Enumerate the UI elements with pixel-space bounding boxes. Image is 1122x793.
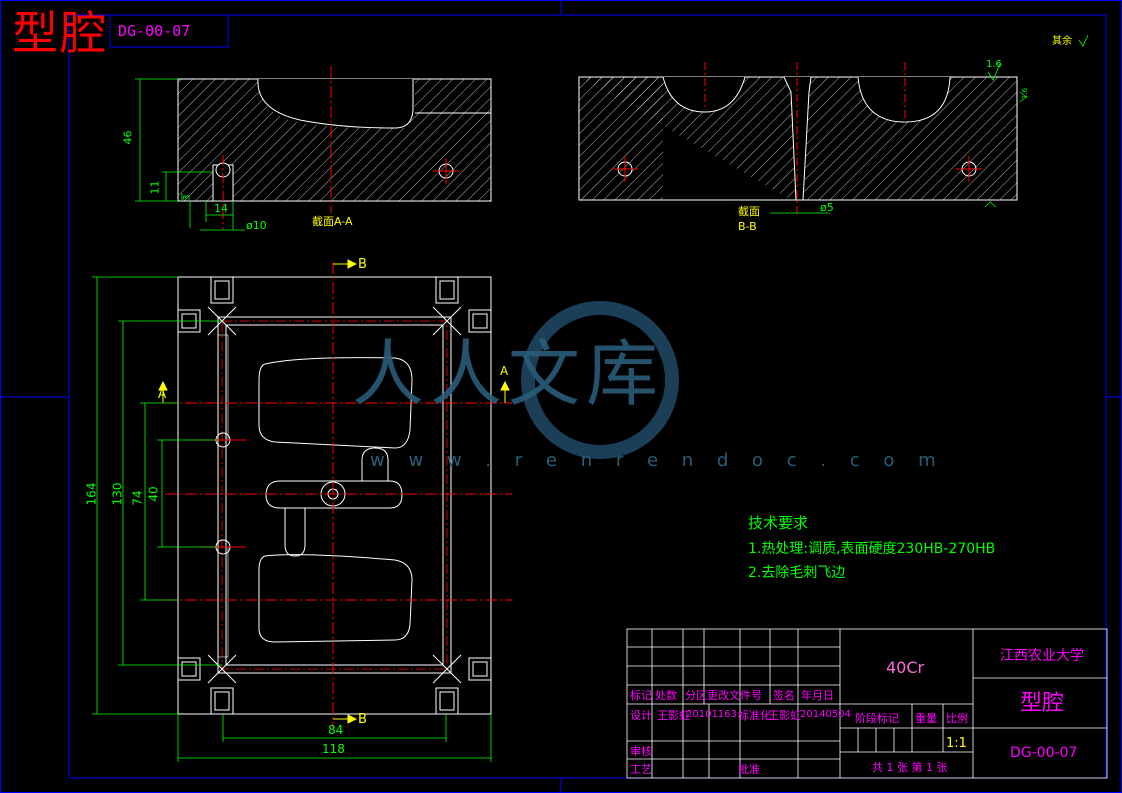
marker-a-right: A (500, 364, 509, 378)
watermark-url: w w w . r e n r e n d o c . c o m (370, 450, 945, 471)
dim-d10: ø10 (246, 219, 267, 232)
hdr-doc: 更改文件号 (707, 689, 762, 702)
dim-74: 74 (130, 490, 145, 506)
title-block (626, 628, 1108, 779)
section-aa (135, 66, 492, 231)
section-bb (578, 34, 1089, 215)
hdr-date: 年月日 (801, 689, 834, 702)
plan-view (92, 259, 512, 762)
roughness-top: 1.6 (986, 59, 1002, 70)
row-design: 设计 (630, 709, 652, 722)
dim-3: 3 (182, 194, 193, 201)
row-standard: 标准化 (738, 709, 771, 722)
std-person: 王影虹 (768, 709, 801, 722)
drawing-code: DG-00-07 (118, 22, 191, 40)
hdr-scale: 比例 (946, 712, 968, 725)
hdr-sign: 签名 (773, 689, 795, 702)
row-approve: 批准 (738, 763, 760, 776)
scale-value: 1:1 (946, 736, 967, 751)
school-name: 江西农业大学 (1000, 648, 1084, 664)
marker-b-bottom: B (358, 712, 367, 727)
part-code: DG-00-07 (1010, 745, 1078, 761)
hdr-stage: 阶段标记 (855, 712, 899, 725)
row-review: 审核 (630, 745, 652, 758)
hdr-zone: 分区 (685, 689, 707, 702)
roughness-right: 1.6 (1021, 87, 1030, 100)
dim-118: 118 (322, 742, 345, 756)
dim-d5: ø5 (820, 201, 834, 214)
dim-11: 11 (148, 180, 162, 195)
tech-line-2: 2.去除毛刺飞边 (748, 565, 846, 581)
design-date: 20101163 (686, 709, 737, 720)
material: 40Cr (886, 658, 925, 677)
section-aa-label: 截面A-A (312, 215, 353, 228)
tech-line-1: 1.热处理:调质,表面硬度230HB-270HB (748, 541, 996, 557)
std-date: 20140504 (800, 709, 851, 720)
dim-164: 164 (84, 482, 99, 506)
dim-40: 40 (146, 486, 161, 502)
code-box (109, 14, 229, 48)
hdr-count: 处数 (655, 689, 677, 702)
section-bb-label-2: B-B (738, 220, 757, 233)
hdr-weight: 重量 (915, 712, 937, 725)
dim-46: 46 (121, 130, 135, 145)
dim-14: 14 (214, 202, 228, 215)
marker-b-top: B (358, 257, 367, 272)
row-process: 工艺 (630, 763, 652, 776)
surface-note: 其余 (1052, 36, 1072, 47)
dim-130: 130 (110, 482, 125, 506)
dim-84: 84 (328, 723, 344, 737)
hdr-mark: 标记 (630, 689, 652, 702)
sheet-info: 共 1 张 第 1 张 (872, 761, 948, 774)
section-bb-label-1: 截面 (738, 205, 760, 218)
tech-heading: 技术要求 (748, 514, 809, 532)
designer: 王影虹 (657, 709, 690, 722)
watermark-text: 人人文库 (352, 332, 665, 416)
marker-a-left: A (158, 387, 167, 401)
part-name: 型腔 (1020, 691, 1065, 716)
drawing-title: 型腔 (12, 6, 108, 60)
